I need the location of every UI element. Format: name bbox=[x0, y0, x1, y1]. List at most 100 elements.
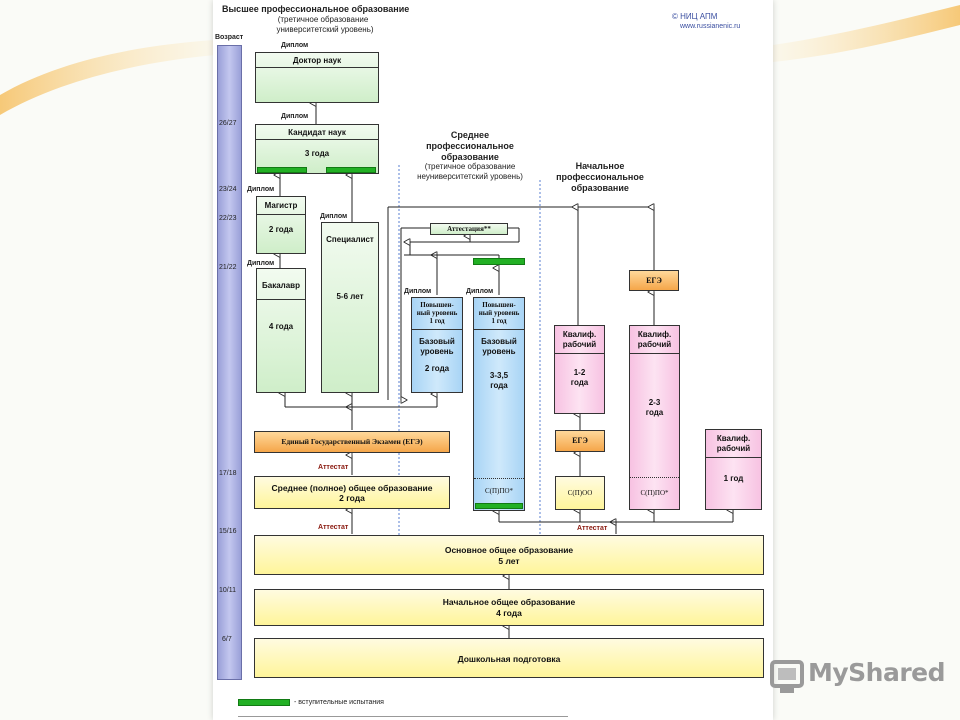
worker-label: Квалиф. bbox=[562, 330, 597, 339]
program-code-box: С(П)ОО bbox=[555, 476, 605, 510]
worker-label: рабочий bbox=[637, 340, 672, 349]
age-axis-label: Возраст bbox=[215, 34, 244, 41]
base-level-label: уровень bbox=[420, 347, 454, 356]
header-title: Высшее профессиональное образование bbox=[222, 4, 410, 14]
qualified-worker-box: Квалиф. рабочий 1 год bbox=[705, 429, 762, 510]
primary-general-label: Начальное общее образование bbox=[442, 597, 576, 607]
base-level-label: уровень bbox=[482, 347, 516, 356]
age-tick: 6/7 bbox=[222, 636, 232, 643]
base-level-years: 2 года bbox=[424, 364, 450, 373]
myshared-logo: MyShared bbox=[768, 652, 946, 698]
secondary-full-box: Среднее (полное) общее образование 2 год… bbox=[254, 476, 450, 509]
ege-small-box: ЕГЭ bbox=[629, 270, 679, 291]
secondary-prof-subtitle: неуниверситетский уровень) bbox=[417, 172, 523, 181]
myshared-logo-icon bbox=[770, 660, 804, 693]
basic-general-years: 5 лет bbox=[498, 556, 520, 566]
legend-green-bar bbox=[238, 699, 290, 706]
advanced-level-label: ный уровень bbox=[478, 309, 520, 317]
master-box: Магистр 2 года bbox=[256, 196, 306, 254]
worker-label: Квалиф. bbox=[716, 434, 751, 443]
advanced-level-label: ный уровень bbox=[416, 309, 458, 317]
bachelor-label: Бакалавр bbox=[262, 281, 300, 290]
age-tick: 15/16 bbox=[219, 528, 237, 535]
diploma-label: Диплом bbox=[281, 113, 309, 120]
qualified-worker-box: Квалиф. рабочий 1-2 года bbox=[554, 325, 605, 414]
primary-general-years: 4 года bbox=[496, 608, 522, 618]
website-text: www.russianenic.ru bbox=[680, 23, 741, 30]
preschool-box: Дошкольная подготовка bbox=[254, 638, 764, 678]
left-swoosh bbox=[0, 40, 215, 115]
age-tick: 23/24 bbox=[219, 186, 237, 193]
header-subtitle-line1: (третичное образование bbox=[277, 15, 369, 24]
entrance-exam-bar bbox=[257, 167, 307, 173]
candidate-box: Кандидат наук 3 года bbox=[255, 124, 379, 174]
bachelor-box: Бакалавр 4 года bbox=[256, 268, 306, 393]
worker-label: рабочий bbox=[562, 340, 597, 349]
diploma-label: Диплом bbox=[281, 42, 309, 49]
advanced-level-label: Повышен- bbox=[420, 301, 454, 309]
basic-general-box: Основное общее образование 5 лет bbox=[254, 535, 764, 575]
program-code: С(П)ОО bbox=[567, 489, 593, 497]
attestation-box: Аттестация** bbox=[430, 223, 508, 235]
unified-state-exam-box: Единый Государственный Экзамен (ЕГЭ) bbox=[254, 431, 450, 453]
diploma-label: Диплом bbox=[247, 260, 275, 267]
base-level-years: года bbox=[490, 381, 508, 390]
worker-label: Квалиф. bbox=[637, 330, 672, 339]
basic-general-label: Основное общее образование bbox=[444, 545, 574, 555]
candidate-label: Кандидат наук bbox=[288, 128, 346, 137]
unified-state-exam-label: Единый Государственный Экзамен (ЕГЭ) bbox=[281, 437, 423, 446]
attestat-label: Аттестат bbox=[318, 524, 349, 531]
bachelor-years: 4 года bbox=[268, 322, 294, 331]
candidate-years: 3 года bbox=[304, 149, 330, 158]
advanced-level-label: 1 год bbox=[491, 317, 507, 325]
age-tick: 22/23 bbox=[219, 215, 237, 222]
worker-years: года bbox=[570, 378, 589, 387]
right-swoosh bbox=[773, 5, 960, 62]
specialist-label: Специалист bbox=[326, 235, 374, 244]
base-level-years: 3-3,5 bbox=[489, 371, 509, 380]
worker-label: рабочий bbox=[716, 444, 751, 453]
specialist-years: 5-6 лет bbox=[336, 292, 364, 301]
diploma-label: Диплом bbox=[247, 186, 275, 193]
worker-years: года bbox=[645, 408, 664, 417]
diploma-label: Диплом bbox=[404, 288, 432, 295]
age-column bbox=[217, 45, 242, 680]
secondary-prof-title: Среднее bbox=[450, 130, 490, 140]
master-label: Магистр bbox=[264, 201, 298, 210]
doctor-box: Доктор наук bbox=[255, 52, 379, 103]
worker-years: 2-3 bbox=[648, 398, 661, 407]
secondary-prof-title: профессиональное bbox=[426, 141, 514, 151]
doctor-label: Доктор наук bbox=[292, 56, 342, 65]
attestation-label: Аттестация** bbox=[447, 225, 491, 233]
secondary-prof-title: образование bbox=[441, 152, 499, 162]
base-level-label: Базовый bbox=[481, 337, 517, 346]
age-tick: 10/11 bbox=[219, 587, 236, 594]
secondary-full-label: Среднее (полное) общее образование bbox=[271, 483, 433, 493]
attestat-label: Аттестат bbox=[577, 525, 608, 532]
secondary-prof-base-box: Повышен- ный уровень 1 год Базовый урове… bbox=[411, 297, 463, 393]
secondary-full-years: 2 года bbox=[339, 493, 365, 503]
entrance-exam-bar bbox=[326, 167, 376, 173]
ege-small-box: ЕГЭ bbox=[555, 430, 605, 452]
attestat-label: Аттестат bbox=[318, 464, 349, 471]
diploma-label: Диплом bbox=[320, 213, 348, 220]
entrance-exam-bar bbox=[473, 258, 525, 265]
ege-small-label: ЕГЭ bbox=[572, 436, 588, 445]
secondary-prof-extended-box: Повышен- ный уровень 1 год Базовый урове… bbox=[473, 297, 525, 511]
worker-years: 1 год bbox=[723, 474, 744, 483]
age-tick: 26/27 bbox=[219, 120, 237, 127]
program-code: С(П)ПО* bbox=[640, 489, 669, 497]
primary-prof-title: образование bbox=[571, 183, 629, 193]
advanced-level-label: Повышен- bbox=[482, 301, 516, 309]
legend-second-line bbox=[238, 716, 568, 719]
worker-years: 1-2 bbox=[573, 368, 586, 377]
watermark-text: MyShared bbox=[808, 658, 946, 687]
specialist-box: Специалист 5-6 лет bbox=[321, 222, 379, 393]
entrance-exam-bar bbox=[475, 503, 523, 509]
ege-small-label: ЕГЭ bbox=[646, 276, 662, 285]
preschool-label: Дошкольная подготовка bbox=[457, 654, 561, 664]
master-years: 2 года bbox=[268, 225, 294, 234]
primary-prof-title: Начальное bbox=[575, 161, 625, 171]
base-level-label: Базовый bbox=[419, 337, 455, 346]
